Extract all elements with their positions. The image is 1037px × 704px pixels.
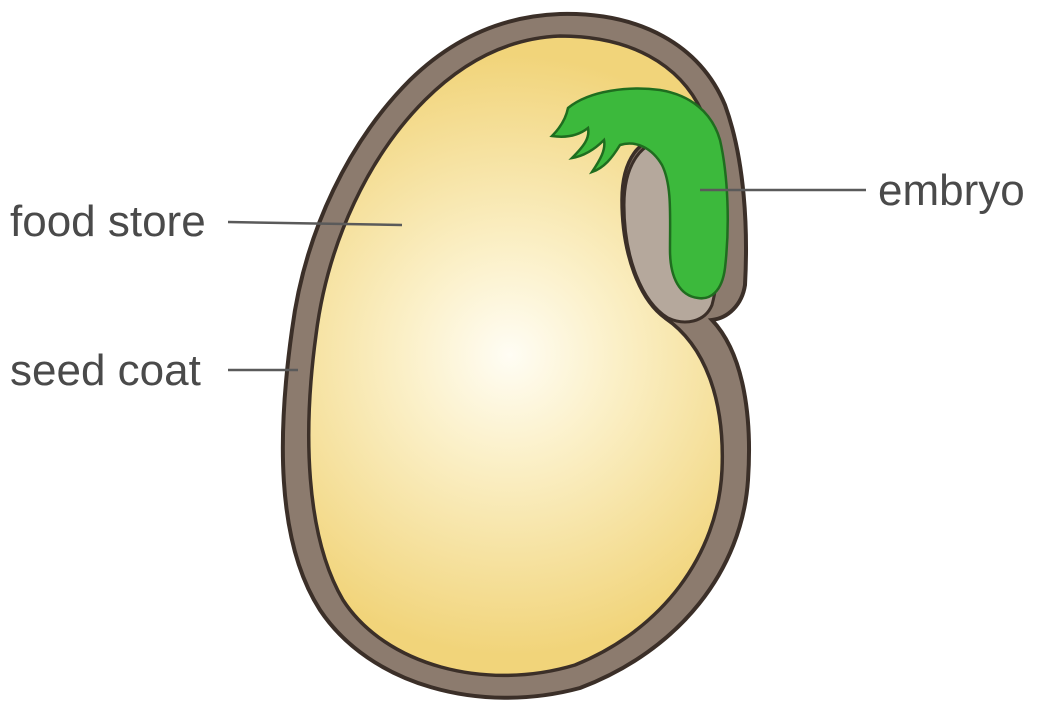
seed-coat-label: seed coat [10,346,201,395]
embryo-label: embryo [878,166,1025,215]
food-store-label: food store [10,197,206,246]
